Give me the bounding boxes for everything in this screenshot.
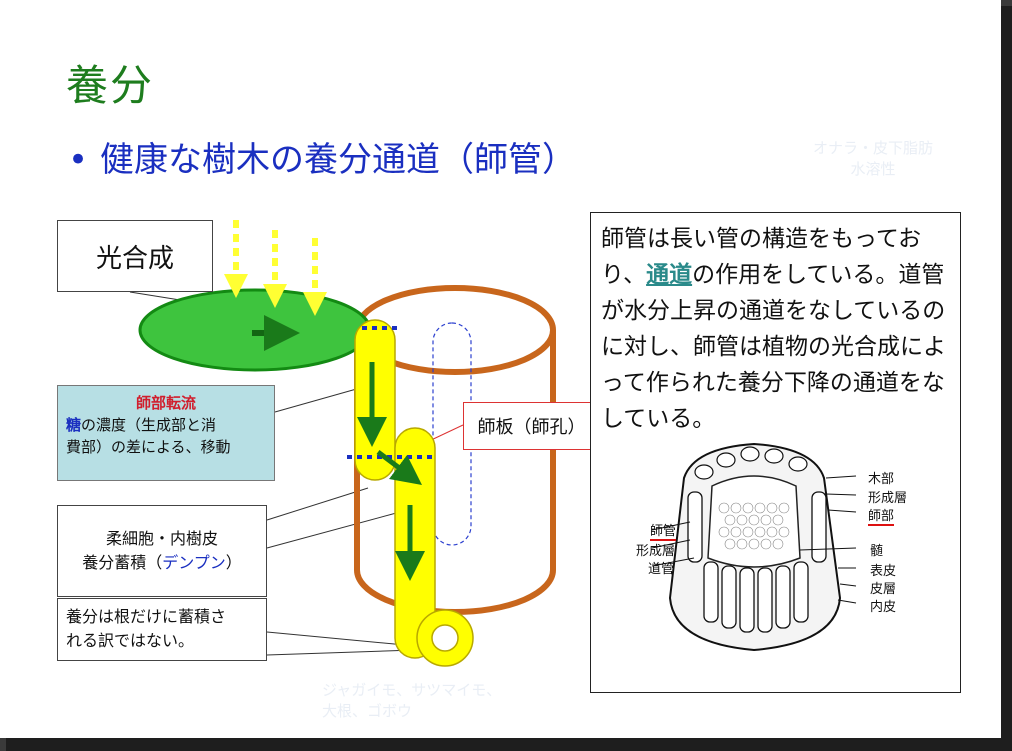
- faint-note-top-line1: オナラ・皮下脂肪: [812, 139, 933, 157]
- sunlight-arrow-1: [224, 274, 248, 298]
- stem-label-phloem: 師部: [868, 505, 895, 526]
- storage-prefix: 養分蓄積（: [82, 553, 163, 572]
- stem-label-sieve-tube: 師管: [650, 520, 677, 541]
- slide: 養分 • 健康な樹木の養分通道（師管） オナラ・皮下脂肪 水溶性 ジャガイモ、サツ…: [0, 0, 1001, 738]
- explanation-part2: の作用をしている。道管が水分上昇の通道をなしているのに対し、師管は植物の光合成に…: [601, 262, 946, 432]
- flow-arrow-2: [376, 450, 422, 485]
- faint-note-bottom-line1: ジャガイモ、サツマイモ、: [322, 681, 502, 699]
- callout-line-root-b: [266, 649, 416, 656]
- stem-label-pith: 髄: [870, 544, 884, 559]
- storage-suffix: ）: [225, 553, 242, 572]
- root-note-box: 養分は根だけに蓄積さ れる訳ではない。: [57, 598, 267, 661]
- sieve-tube-lower: [394, 427, 436, 659]
- slide-title: 養分: [66, 61, 155, 110]
- faint-note-bottom: ジャガイモ、サツマイモ、 大根、ゴボウ: [322, 680, 522, 722]
- stem-label-cambium-left: 形成層: [636, 544, 676, 559]
- flow-arrows: [357, 362, 425, 581]
- photosynthesis-label: 光合成: [95, 243, 174, 274]
- translocation-heading: 師部転流: [135, 394, 196, 412]
- stem-label-cortex: 皮層: [870, 582, 897, 597]
- root-note-line2: れる訳ではない。: [66, 631, 195, 650]
- translocation-line1: 糖の濃度（生成部と消: [66, 414, 266, 436]
- storage-line2: 養分蓄積（デンプン）: [82, 551, 242, 575]
- bullet-marker: •: [68, 140, 89, 180]
- faint-note-bottom-line2: 大根、ゴボウ: [322, 702, 413, 720]
- sunlight-arrow-3: [303, 292, 327, 316]
- stem-cross-section-illustration: [651, 442, 857, 652]
- root-ring-hole: [431, 624, 459, 652]
- faint-note-top-line2: 水溶性: [850, 160, 896, 178]
- translocation-line1-rest: の濃度（生成部と消: [81, 416, 217, 434]
- bullet-line: • 健康な樹木の養分通道（師管）: [68, 132, 576, 181]
- callout-line-root-a: [266, 631, 406, 646]
- bullet-text: 健康な樹木の養分通道（師管）: [100, 140, 576, 180]
- callout-line-storage-b: [266, 511, 401, 549]
- sieve-plate-label: 師板（師孔）: [477, 417, 586, 438]
- stem-label-epidermis: 表皮: [870, 564, 897, 579]
- callout-line-storage-a: [266, 487, 369, 521]
- phloem-diagram: [129, 220, 556, 667]
- faint-note-top: オナラ・皮下脂肪 水溶性: [798, 138, 948, 180]
- stem-label-xylem: 木部: [868, 472, 895, 487]
- explanation-text: 師管は長い管の構造をもっており、通道の作用をしている。道管が水分上昇の通道をなし…: [601, 221, 953, 437]
- passage-link[interactable]: 通道: [646, 262, 693, 288]
- slide-shadow-bottom: [6, 738, 1012, 751]
- slide-shadow-right: [1001, 6, 1012, 751]
- storage-line1: 柔細胞・内樹皮: [105, 529, 218, 548]
- sieve-plate-box: 師板（師孔）: [463, 402, 600, 450]
- explanation-part1: 師管は長い管の構造をもっており、: [601, 226, 922, 288]
- sunlight-arrow-2: [263, 284, 287, 308]
- sunlight-arrows: [224, 220, 327, 316]
- translocation-box: 師部転流 糖の濃度（生成部と消 費部）の差による、移動: [57, 385, 275, 481]
- storage-box: 柔細胞・内樹皮 養分蓄積（デンプン）: [57, 505, 267, 597]
- stem-label-endodermis: 内皮: [870, 600, 897, 615]
- storage-starch: デンプン: [162, 553, 226, 572]
- root-note-line1: 養分は根だけに蓄積さ: [66, 607, 227, 626]
- stem-label-cambium-right: 形成層: [868, 491, 908, 506]
- translocation-sugar: 糖: [66, 416, 82, 434]
- photosynthesis-box: 光合成: [57, 220, 213, 292]
- callout-line-translocation: [274, 387, 361, 413]
- stem-label-vessel: 道管: [648, 562, 675, 577]
- translocation-line2: 費部）の差による、移動: [66, 438, 231, 456]
